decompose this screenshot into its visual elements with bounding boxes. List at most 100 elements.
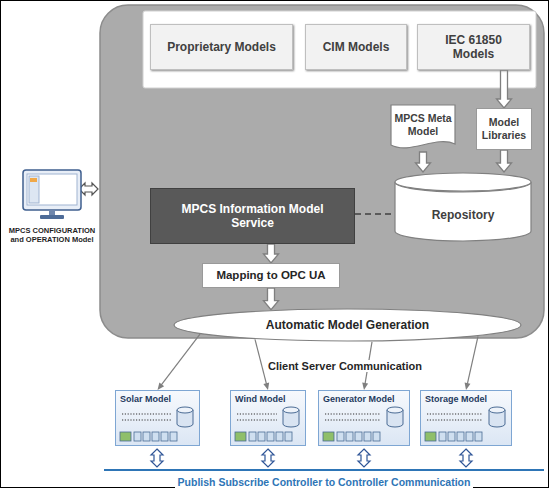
module-block	[346, 432, 353, 441]
model-source-panel	[143, 11, 536, 88]
model-title: Solar Model	[120, 394, 171, 405]
connector	[465, 336, 478, 390]
connector	[497, 70, 512, 108]
node-text: Proprietary Models	[167, 40, 276, 54]
dotted-line	[237, 419, 277, 420]
model-title: Storage Model	[425, 394, 487, 405]
block-arrow	[497, 70, 512, 108]
connector	[158, 334, 201, 390]
model-source-box: CIM Models	[305, 24, 407, 70]
dotted-line	[427, 413, 483, 414]
monitor-neck	[49, 210, 55, 215]
store-symbol-top	[489, 407, 505, 413]
computer-picture	[21, 168, 83, 224]
module-block	[364, 432, 371, 441]
dashed-link	[355, 213, 394, 215]
module-block	[355, 432, 362, 441]
module-block	[170, 432, 177, 441]
block-arrow	[264, 244, 279, 263]
document-outline	[391, 105, 455, 148]
link-label: Client Server Communication	[265, 360, 425, 372]
module-block	[285, 432, 292, 441]
node-text: Model Libraries	[480, 116, 528, 141]
ellipse-outline	[174, 309, 521, 341]
module-block	[152, 432, 159, 441]
module-block	[466, 432, 473, 441]
dotted-line	[325, 413, 381, 414]
shape-outline	[394, 172, 532, 242]
module-block	[276, 432, 283, 441]
double-arrow	[151, 449, 163, 467]
module-block	[439, 432, 446, 441]
process-box: Mapping to OPC UA	[202, 263, 340, 288]
device-model: Generator Model	[318, 390, 410, 446]
platform-panel	[100, 5, 544, 338]
device-model: Solar Model	[115, 390, 200, 446]
monitor-base	[40, 215, 64, 219]
node-text: Mapping to OPC UA	[216, 269, 325, 283]
link-line	[467, 336, 478, 384]
module-block	[258, 432, 265, 441]
connector	[416, 152, 431, 172]
module-block	[475, 432, 482, 441]
arrow-head	[158, 383, 165, 390]
store-symbol-top	[283, 407, 299, 413]
model-title: Generator Model	[323, 394, 395, 405]
node-text: CIM Models	[323, 40, 390, 54]
dotted-line	[122, 419, 171, 420]
connector	[264, 288, 279, 310]
node-text: MPCS Information Model Service	[159, 202, 346, 231]
module-block	[337, 432, 344, 441]
node-text: MPCS CONFIGURATION and OPERATION Model	[4, 226, 100, 244]
arrow-head	[362, 383, 368, 390]
model-title: Wind Model	[235, 394, 285, 405]
board-block	[235, 432, 246, 441]
arrow-head	[263, 382, 269, 390]
document-shape: MPCS Meta Model	[390, 104, 456, 152]
bus-label-holder: Publish Subscribe Controller to Controll…	[104, 472, 544, 488]
device-model: Wind Model	[230, 390, 306, 446]
module-block	[161, 432, 168, 441]
model-source-box: Proprietary Models	[150, 24, 293, 70]
dotted-line	[325, 419, 381, 420]
model-source-box: IEC 61850 Models	[417, 24, 530, 70]
board-block	[425, 432, 436, 441]
node-text: MPCS Meta Model	[393, 112, 453, 137]
connector	[497, 150, 512, 172]
link-line	[161, 334, 200, 385]
module-block	[373, 432, 380, 441]
double-arrow	[79, 183, 98, 195]
arrow-head	[465, 383, 471, 390]
module-block	[448, 432, 455, 441]
dotted-line	[237, 413, 277, 414]
bus-arrows	[151, 449, 472, 467]
double-arrow	[262, 449, 274, 467]
bus-label: Publish Subscribe Controller to Controll…	[175, 476, 474, 488]
screen-sidebar	[29, 176, 39, 203]
dotted-line	[427, 419, 483, 420]
screen	[27, 174, 77, 205]
connector	[264, 244, 279, 263]
block-arrow	[497, 150, 512, 172]
cylinder-top	[395, 173, 531, 191]
board-block	[120, 432, 131, 441]
store-symbol-top	[387, 407, 403, 413]
node-text: Repository	[432, 208, 495, 222]
bus-line	[104, 469, 544, 471]
double-arrow	[358, 449, 370, 467]
node-text: IEC 61850 Models	[424, 33, 523, 62]
module-block	[134, 432, 141, 441]
block-arrow	[264, 288, 279, 310]
generation-ellipse: Automatic Model Generation	[173, 308, 522, 342]
board-block	[323, 432, 334, 441]
device-model: Storage Model	[420, 390, 512, 446]
dotted-line	[122, 413, 171, 414]
screen-mark	[30, 178, 37, 182]
connector	[355, 214, 394, 215]
double-arrow	[460, 449, 472, 467]
computer-icon: MPCS CONFIGURATION and OPERATION Model	[4, 168, 100, 244]
monitor	[23, 170, 81, 210]
service-box: MPCS Information Model Service	[150, 188, 355, 244]
store-symbol-top	[177, 407, 193, 413]
